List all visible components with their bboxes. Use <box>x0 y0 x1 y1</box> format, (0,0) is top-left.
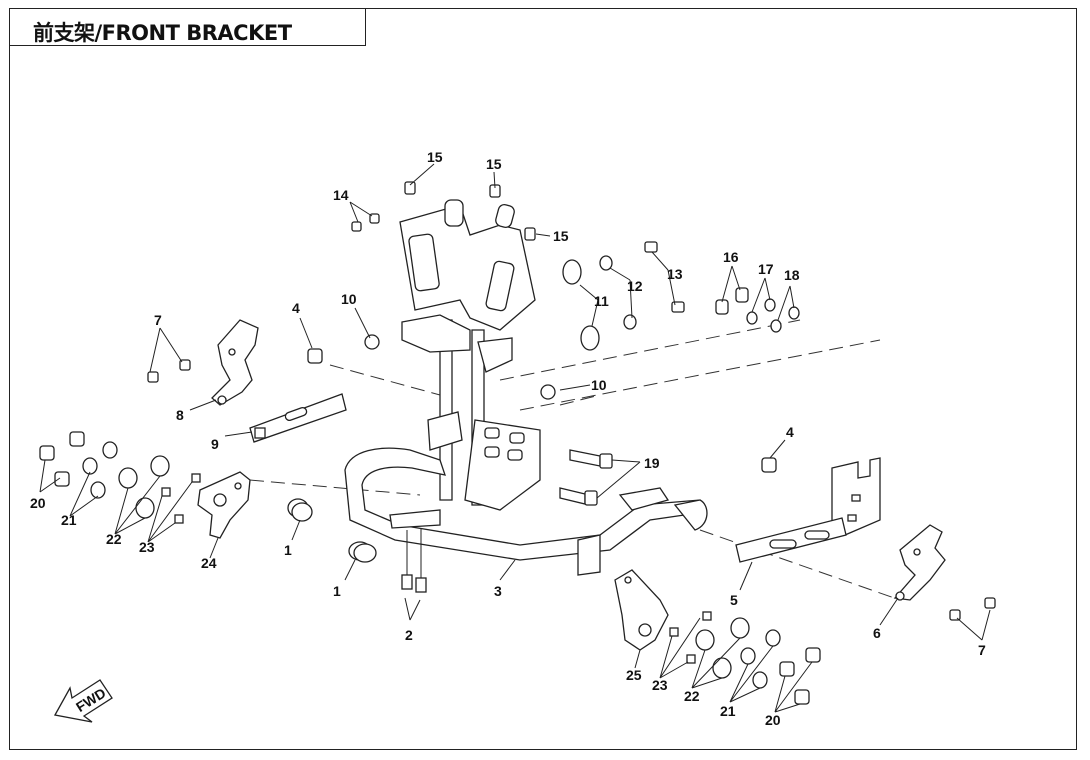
label-part-15b: 15 <box>486 156 502 172</box>
part-9-plate <box>249 393 347 443</box>
label-part-13: 13 <box>667 266 683 282</box>
part-25-mount <box>614 569 669 651</box>
label-part-1a: 1 <box>284 542 292 558</box>
label-part-2: 2 <box>405 627 413 643</box>
label-part-4a: 4 <box>292 300 300 316</box>
label-part-14: 14 <box>333 187 349 203</box>
rubber-mounts <box>287 498 377 563</box>
right-bracket <box>831 457 881 536</box>
part-5-plate <box>735 517 847 563</box>
label-part-1b: 1 <box>333 583 341 599</box>
title-box: 前支架/FRONT BRACKET <box>9 8 366 46</box>
label-part-20b: 20 <box>765 712 781 728</box>
label-part-17: 17 <box>758 261 774 277</box>
label-part-6: 6 <box>873 625 881 641</box>
label-part-23b: 23 <box>652 677 668 693</box>
label-part-9: 9 <box>211 436 219 452</box>
assembly-lines <box>249 319 901 601</box>
label-part-7a: 7 <box>154 312 162 328</box>
part-6-bracket <box>893 524 946 601</box>
drawing-frame <box>9 8 1077 750</box>
label-part-15c: 15 <box>553 228 569 244</box>
label-part-22a: 22 <box>106 531 122 547</box>
label-part-11: 11 <box>594 293 609 309</box>
label-part-22b: 22 <box>684 688 700 704</box>
label-part-18: 18 <box>784 267 800 283</box>
label-part-10b: 10 <box>591 377 607 393</box>
label-part-4b: 4 <box>786 424 794 440</box>
part-8-bracket <box>211 319 259 406</box>
label-part-23a: 23 <box>139 539 155 555</box>
label-part-16: 16 <box>723 249 739 265</box>
label-part-12: 12 <box>627 278 643 294</box>
part-labels: 1 1 2 3 4 4 5 6 7 7 8 9 10 10 11 12 13 1… <box>30 149 986 728</box>
label-part-5: 5 <box>730 592 738 608</box>
bolts-part-19 <box>559 449 613 506</box>
label-part-20a: 20 <box>30 495 46 511</box>
hardware <box>39 181 996 705</box>
label-part-7b: 7 <box>978 642 986 658</box>
front-bracket-frame <box>344 199 708 576</box>
label-part-3: 3 <box>494 583 502 599</box>
leader-lines <box>39 163 991 713</box>
label-part-21b: 21 <box>720 703 736 719</box>
label-part-24: 24 <box>201 555 217 571</box>
page-title: 前支架/FRONT BRACKET <box>33 21 292 45</box>
part-24-mount <box>197 471 251 539</box>
label-part-21a: 21 <box>61 512 77 528</box>
label-part-25: 25 <box>626 667 642 683</box>
label-part-15a: 15 <box>427 149 443 165</box>
bolts-part-2 <box>401 528 427 593</box>
label-part-19: 19 <box>644 455 660 471</box>
label-part-8: 8 <box>176 407 184 423</box>
label-part-10a: 10 <box>341 291 357 307</box>
fwd-arrow-icon: FWD <box>53 679 113 723</box>
